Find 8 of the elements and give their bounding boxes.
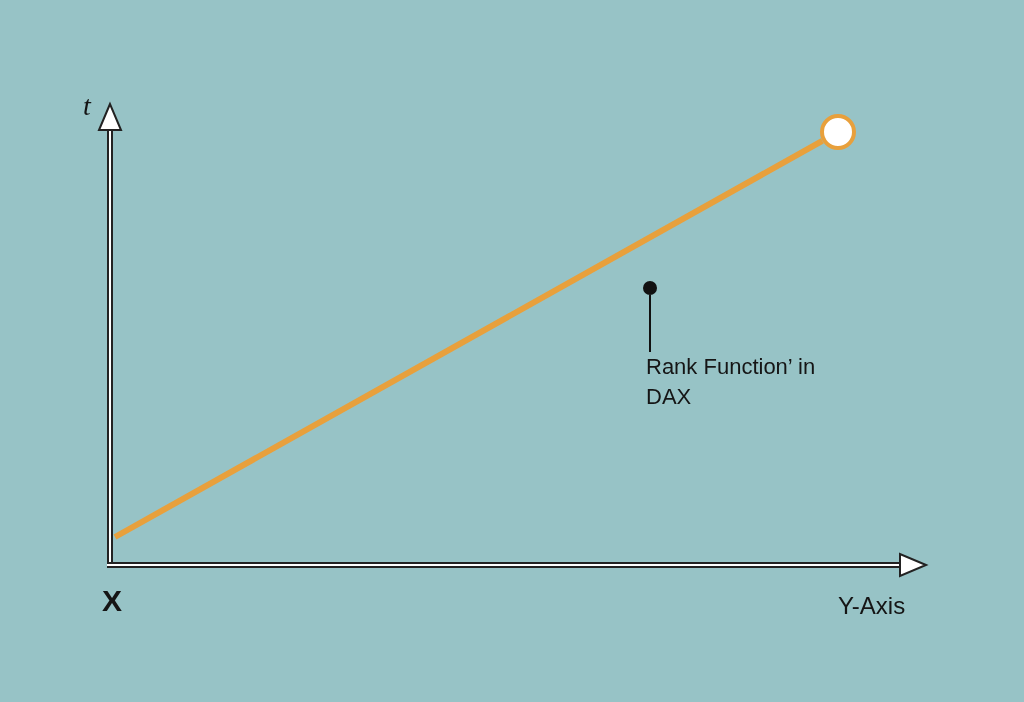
callout-text: Rank Function’ in DAX — [646, 352, 846, 412]
axis-label: t — [83, 90, 91, 122]
axis-label: X — [102, 584, 122, 618]
end-point-circle — [820, 114, 856, 150]
axis-label: Y-Axis — [838, 592, 906, 620]
trend-line — [113, 138, 824, 540]
leader-line — [649, 294, 651, 353]
marker-dot — [643, 281, 657, 295]
